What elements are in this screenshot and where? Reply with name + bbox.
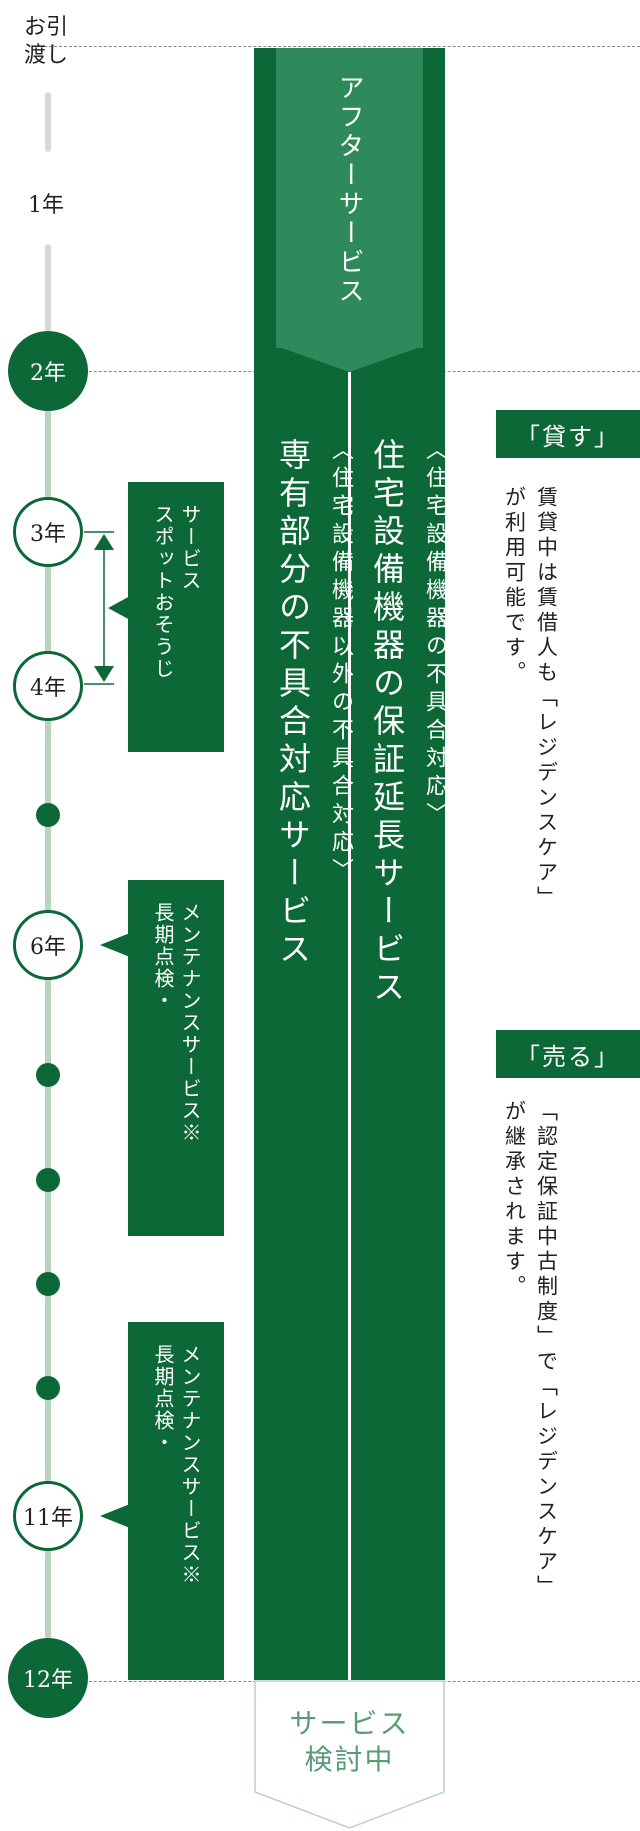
handover-label: お引 渡し xyxy=(23,15,68,68)
milestone-year4: 4年 xyxy=(13,651,83,721)
service-tbd-shape xyxy=(254,1680,445,1829)
pointer-icon xyxy=(100,1504,130,1528)
timeline-axis-segment xyxy=(45,405,51,1645)
other-main-label: 専有部分の不具合対応サービス xyxy=(274,438,312,970)
sell-col1-wrap: 「認定保証中古制度」で「レジデンスケア」 xyxy=(530,1100,562,1600)
equipment-main-label: 住宅設備機器の保証延長サービス xyxy=(368,438,406,1008)
timeline-axis-segment xyxy=(45,244,51,332)
maintenance-box-11: 長期点検・ メンテナンスサービス※ xyxy=(128,1322,224,1680)
milestone-year2: 2年 xyxy=(8,331,88,411)
milestone-dot xyxy=(36,1168,60,1192)
other-defects-text: 専有部分の不具合対応サービス 〈住宅設備機器以外の不具合対応〉 xyxy=(270,438,356,970)
maintenance-6-line1: 長期点検・ xyxy=(151,902,175,1012)
milestone-year11: 11年 xyxy=(13,1481,83,1551)
after-service-label: アフターサービス xyxy=(334,74,364,306)
spot-cleaning-line2: サービス xyxy=(178,504,202,592)
maintenance-11-line1: 長期点検・ xyxy=(151,1344,175,1454)
spot-cleaning-box: スポットおそうじ サービス xyxy=(128,482,224,752)
pointer-icon xyxy=(108,596,130,620)
sell-desc-1: 「認定保証中古制度」で「レジデンスケア」 xyxy=(534,1100,559,1600)
timeline-axis-segment xyxy=(45,92,51,152)
lend-desc-1: 賃貸中は賃借人も「レジデンスケア」 xyxy=(534,486,559,911)
lend-col1-wrap: 賃貸中は賃借人も「レジデンスケア」 xyxy=(530,486,562,911)
lend-desc-2: が利用可能です。 xyxy=(502,486,527,686)
milestone-dot xyxy=(36,1063,60,1087)
sell-col2-wrap: が継承されます。 xyxy=(498,1100,530,1300)
equipment-sub-label: 〈住宅設備機器の不具合対応〉 xyxy=(422,438,447,830)
spot-cleaning-line1: スポットおそうじ xyxy=(151,504,175,680)
other-sub-label: 〈住宅設備機器以外の不具合対応〉 xyxy=(328,438,353,886)
milestone-dot xyxy=(36,803,60,827)
lend-col2-wrap: が利用可能です。 xyxy=(498,486,530,686)
service-divider xyxy=(348,372,351,1680)
pointer-icon xyxy=(100,933,130,957)
milestone-year12: 12年 xyxy=(8,1638,88,1718)
lend-label: 「貸す」 xyxy=(496,410,640,458)
maintenance-box-6: 長期点検・ メンテナンスサービス※ xyxy=(128,880,224,1236)
maintenance-6-line2: メンテナンスサービス※ xyxy=(178,902,202,1144)
double-arrow-icon xyxy=(84,531,114,685)
milestone-year3: 3年 xyxy=(13,497,83,567)
after-service-box xyxy=(276,48,423,348)
maintenance-11-line2: メンテナンスサービス※ xyxy=(178,1344,202,1586)
service-tbd-label: サービス 検討中 xyxy=(289,1707,410,1777)
milestone-dot xyxy=(36,1272,60,1296)
after-service-chevron xyxy=(276,346,423,372)
sell-label: 「売る」 xyxy=(496,1030,640,1078)
after-service-label-wrap: アフターサービス xyxy=(276,74,423,306)
handover-guide-line xyxy=(44,46,640,47)
equipment-warranty-text: 住宅設備機器の保証延長サービス 〈住宅設備機器の不具合対応〉 xyxy=(364,438,450,1008)
milestone-dot xyxy=(36,1376,60,1400)
sell-desc-2: が継承されます。 xyxy=(502,1100,527,1300)
milestone-year6: 6年 xyxy=(13,910,83,980)
year1-label: 1年 xyxy=(28,193,64,218)
